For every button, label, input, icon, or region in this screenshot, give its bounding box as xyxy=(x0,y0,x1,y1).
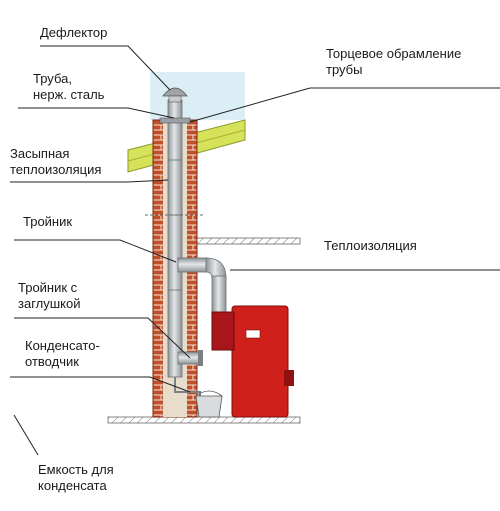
label-pipe: Труба, нерж. сталь xyxy=(33,71,105,102)
label-deflector: Дефлектор xyxy=(40,25,108,40)
label-end-trim: Торцевое обрамление трубы xyxy=(326,46,462,77)
label-condensate-drain: Конденсато- отводчик xyxy=(25,338,100,369)
ceiling xyxy=(194,237,301,245)
floor xyxy=(107,416,301,424)
label-condensate-tank: Емкость для конденсата xyxy=(38,462,114,493)
bucket xyxy=(195,395,223,418)
end-trim xyxy=(159,117,191,124)
tee-branch xyxy=(177,257,209,273)
label-tee: Тройник xyxy=(23,214,73,229)
main-pipe xyxy=(167,99,183,378)
label-backfill-insulation: Засыпная теплоизоляция xyxy=(10,146,102,177)
drain-tube xyxy=(174,377,201,396)
elbow xyxy=(205,257,227,279)
tee-plug xyxy=(177,351,201,365)
deflector-cap xyxy=(162,87,188,97)
boiler-flue xyxy=(211,275,227,317)
label-tee-with-plug: Тройник с заглушкой xyxy=(18,280,81,311)
boiler xyxy=(231,305,289,418)
label-insulation: Теплоизоляция xyxy=(324,238,417,253)
leader-lines xyxy=(10,45,500,456)
